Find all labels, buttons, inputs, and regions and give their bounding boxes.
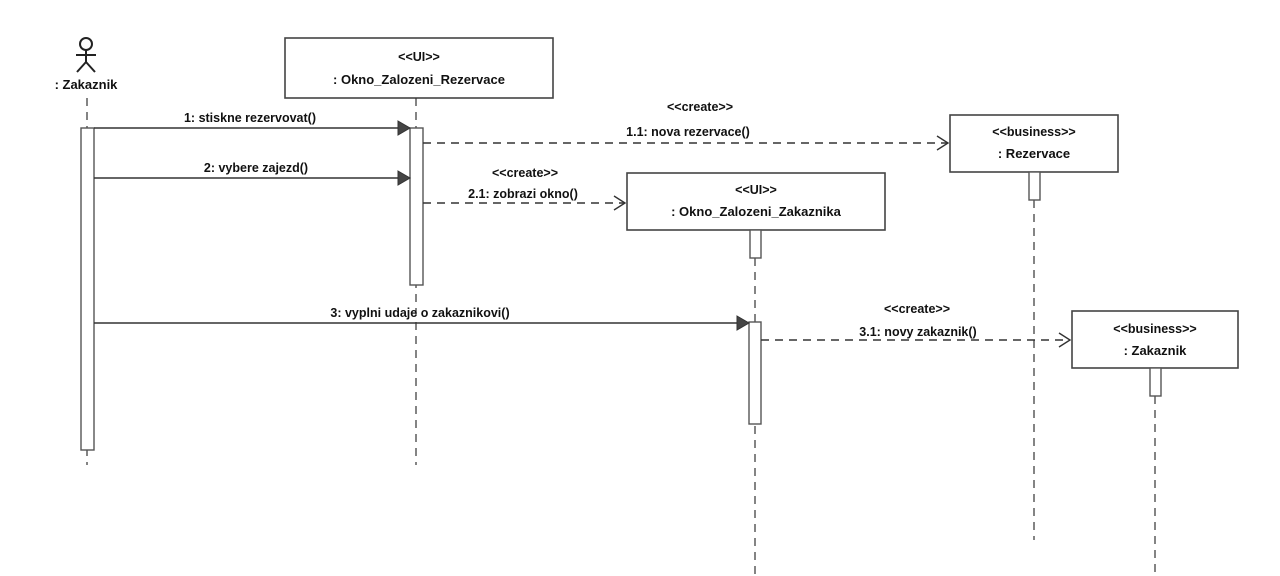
message-stereotype: <<create>> (667, 100, 733, 114)
object-stereotype: <<UI>> (735, 183, 777, 197)
arrowhead-open-icon (1058, 332, 1072, 348)
message-2: 2: vybere zajezd() (94, 161, 411, 186)
object-zakaznik-business: <<business>> : Zakaznik (1071, 310, 1239, 369)
arrowhead-filled-icon (736, 315, 750, 331)
message-label: 3: vyplni udaje o zakaznikovi() (330, 306, 509, 320)
message-3: 3: vyplni udaje o zakaznikovi() (94, 306, 750, 331)
message-label: 2.1: zobrazi okno() (468, 187, 578, 201)
message-label: 1: stiskne rezervovat() (184, 111, 316, 125)
activation-zakaznik-business (1149, 367, 1162, 397)
object-okno-zalozeni-zakaznika: <<UI>> : Okno_Zalozeni_Zakaznika (626, 172, 886, 231)
activation-okno-zalozeni-zakaznika-create (749, 229, 762, 259)
message-1-1: <<create>> 1.1: nova rezervace() (423, 100, 950, 151)
activation-zakaznik (80, 127, 95, 451)
object-stereotype: <<business>> (992, 125, 1075, 139)
message-1: 1: stiskne rezervovat() (94, 111, 411, 136)
message-3-1: <<create>> 3.1: novy zakaznik() (761, 302, 1072, 348)
object-name: : Rezervace (998, 146, 1070, 161)
object-name: : Okno_Zalozeni_Zakaznika (671, 204, 842, 219)
message-label: 2: vybere zajezd() (204, 161, 308, 175)
actor-zakaznik: : Zakaznik (55, 37, 119, 92)
actor-name: : Zakaznik (55, 77, 119, 92)
activation-rezervace (1028, 171, 1041, 201)
activation-okno-zalozeni-rezervace (409, 127, 424, 286)
stick-figure-icon (76, 37, 96, 73)
arrowhead-open-icon (613, 195, 627, 211)
object-okno-zalozeni-rezervace: <<UI>> : Okno_Zalozeni_Rezervace (284, 37, 554, 99)
message-stereotype: <<create>> (884, 302, 950, 316)
activation-okno-zalozeni-zakaznika (748, 321, 762, 425)
object-name: : Zakaznik (1124, 343, 1188, 358)
object-rezervace: <<business>> : Rezervace (949, 114, 1119, 173)
message-stereotype: <<create>> (492, 166, 558, 180)
arrowhead-filled-icon (397, 120, 411, 136)
message-label: 1.1: nova rezervace() (626, 125, 750, 139)
arrowhead-filled-icon (397, 170, 411, 186)
object-stereotype: <<UI>> (398, 50, 440, 64)
object-stereotype: <<business>> (1113, 322, 1196, 336)
message-label: 3.1: novy zakaznik() (859, 325, 976, 339)
object-name: : Okno_Zalozeni_Rezervace (333, 72, 505, 87)
message-2-1: <<create>> 2.1: zobrazi okno() (423, 166, 627, 211)
arrowhead-open-icon (936, 135, 950, 151)
